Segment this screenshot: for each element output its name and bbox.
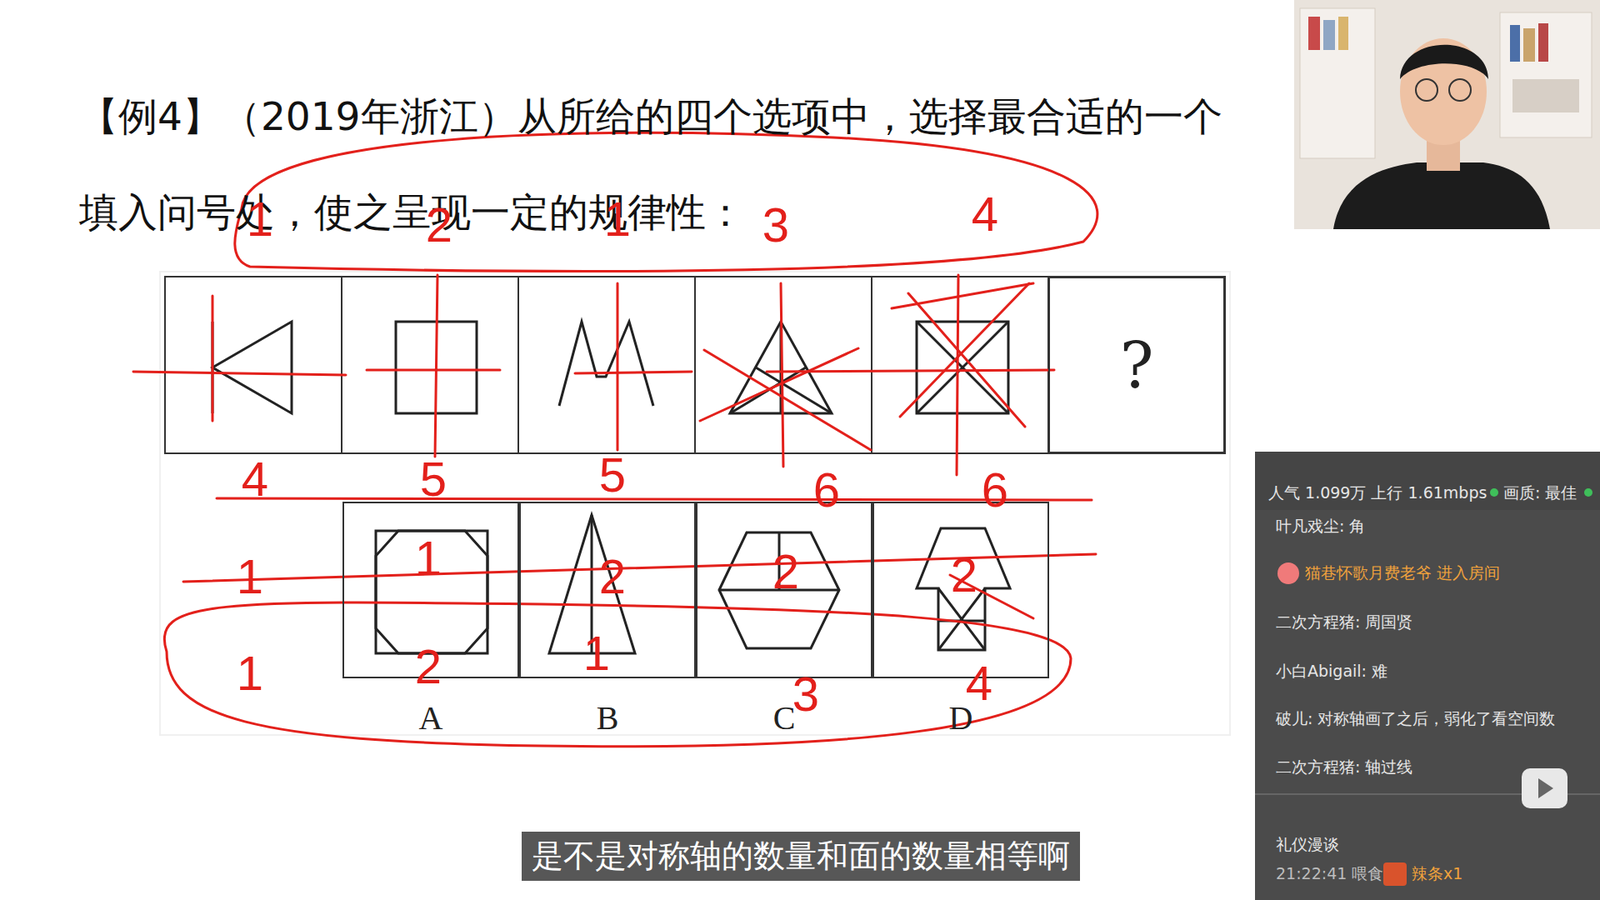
chat-message: 二次方程猪: 轴过线 [1275, 757, 1413, 777]
webcam-view [1294, 0, 1600, 230]
chat-message: 辣条x1 [1411, 864, 1463, 884]
option-letter: B [596, 698, 620, 738]
chat-message: 21:22:41 喂食 [1275, 864, 1384, 884]
chat-panel [1255, 451, 1600, 900]
option-shapes [375, 515, 1010, 654]
chat-message: 叶凡戏尘: 角 [1275, 516, 1365, 536]
callout-number: 6 [981, 465, 1009, 515]
callout-number: 5 [599, 450, 626, 500]
callout-number: 2 [415, 642, 442, 691]
puzzle-grid [165, 276, 1225, 454]
chat-message: 画质: 最佳 [1503, 483, 1577, 503]
callout-number: 2 [425, 200, 453, 250]
callout-number: 5 [420, 455, 447, 504]
callout-number: 4 [971, 190, 999, 239]
callout-number: 1 [236, 649, 264, 698]
chat-message: 人气 1.099万 上行 1.61mbps [1268, 483, 1487, 503]
option-letter: A [419, 698, 444, 738]
callout-number: 1 [583, 629, 610, 678]
callout-number: 6 [813, 465, 840, 515]
callout-number: 1 [604, 195, 631, 244]
chat-message: 礼仪漫谈 [1275, 835, 1340, 855]
callout-number: 1 [246, 195, 274, 244]
subtitle-caption: 是不是对称轴的数量和面的数量相等啊 [521, 831, 1080, 881]
chat-message: 小白Abigail: 难 [1275, 661, 1388, 681]
callout-number: 3 [762, 200, 790, 250]
callout-number: 1 [236, 552, 264, 601]
callout-number: 2 [772, 547, 800, 596]
chat-message: 二次方程猪: 周国贤 [1275, 612, 1413, 632]
callout-number: 2 [599, 552, 626, 601]
callout-number: 2 [950, 550, 978, 600]
question-mark: ? [1120, 328, 1155, 403]
puzzle-cell: ? [1048, 276, 1225, 454]
callout-number: 4 [241, 455, 269, 504]
chat-message: 破儿: 对称轴画了之后，弱化了看空间数 [1275, 709, 1555, 729]
option-letter: C [773, 698, 796, 738]
callout-number: 1 [415, 534, 442, 583]
chat-message: 猫巷怀歌月费老爷 进入房间 [1305, 563, 1500, 583]
figure-shapes [212, 321, 1009, 414]
callout-number: 4 [965, 659, 993, 708]
callout-number: 3 [792, 670, 820, 719]
